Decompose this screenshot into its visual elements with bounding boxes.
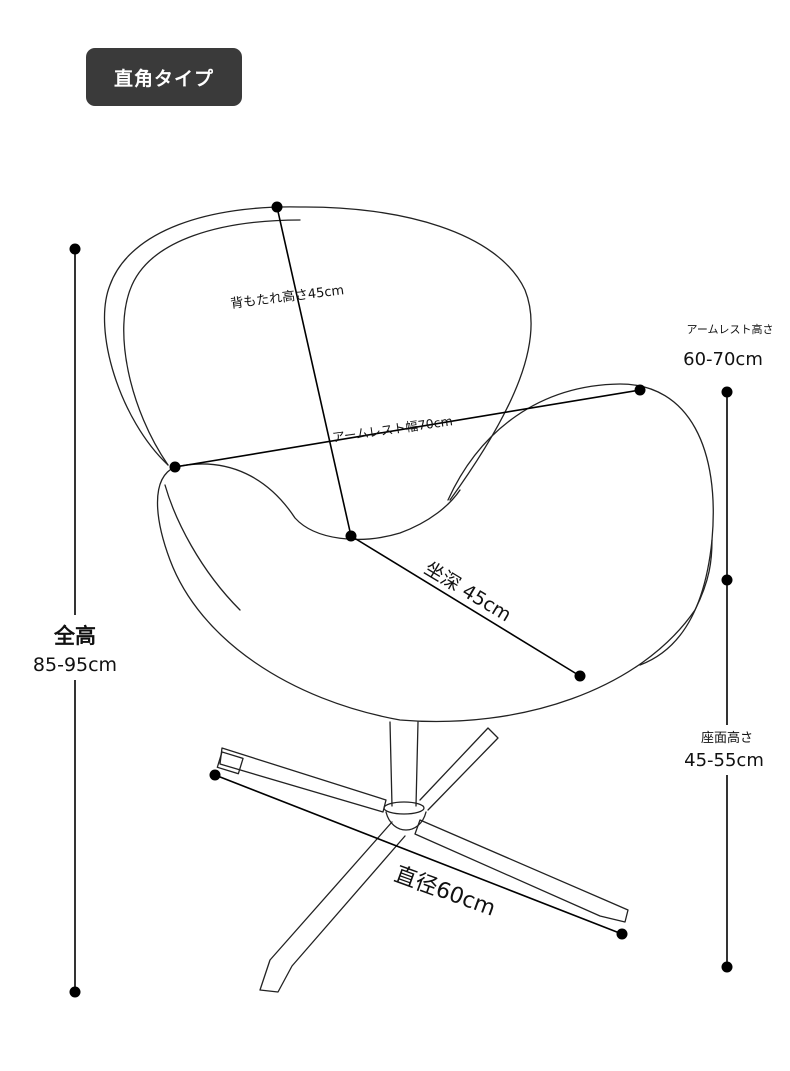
dot bbox=[345, 530, 357, 542]
seat-depth-label: 坐深 45cm bbox=[420, 557, 515, 626]
base-center bbox=[385, 811, 427, 831]
right-armrest bbox=[447, 383, 714, 666]
seat-height-title: 座面高さ bbox=[701, 730, 753, 746]
dot bbox=[69, 986, 81, 998]
dimension-labels: 背もたれ高さ45cm アームレスト幅70cm 坐深 45cm 直径60cm 全高… bbox=[33, 282, 774, 922]
seat-edge bbox=[164, 484, 241, 611]
armrest-height-title: アームレスト高さ bbox=[686, 322, 773, 336]
seat-depth-line bbox=[350, 535, 581, 677]
base-leg-right-front bbox=[414, 819, 629, 923]
column-hub bbox=[383, 801, 425, 815]
dot bbox=[721, 961, 733, 973]
total-height-value: 85-95cm bbox=[33, 654, 117, 676]
dot bbox=[634, 384, 646, 396]
backrest-height-label: 背もたれ高さ45cm bbox=[230, 282, 345, 312]
seat-shell bbox=[156, 466, 713, 723]
backrest-shell bbox=[103, 206, 532, 501]
column bbox=[389, 721, 419, 807]
base-leg-right-back bbox=[419, 727, 499, 811]
seat-height-value: 45-55cm bbox=[684, 750, 764, 771]
base-leg-front bbox=[259, 821, 406, 993]
seat-top bbox=[174, 463, 461, 540]
base-diameter-label: 直径60cm bbox=[391, 862, 499, 922]
dot bbox=[169, 461, 181, 473]
dot bbox=[69, 243, 81, 255]
total-height-title: 全高 bbox=[53, 624, 96, 648]
dot bbox=[616, 928, 628, 940]
dot bbox=[209, 769, 221, 781]
armrest-height-value: 60-70cm bbox=[683, 349, 763, 370]
dot bbox=[721, 386, 733, 398]
dimension-lines bbox=[74, 206, 728, 992]
armrest-width-line bbox=[174, 389, 641, 468]
dot bbox=[721, 574, 733, 586]
backrest-height-line bbox=[276, 206, 352, 537]
chair-drawing bbox=[103, 206, 714, 993]
type-badge: 直角タイプ bbox=[86, 48, 242, 106]
base-diameter-line bbox=[214, 774, 623, 935]
base-foot-left bbox=[216, 751, 244, 775]
dimension-dots bbox=[69, 201, 733, 998]
base-leg-left bbox=[219, 747, 387, 813]
dot bbox=[271, 201, 283, 213]
dot bbox=[574, 670, 586, 682]
backrest-inner-edge bbox=[123, 219, 301, 466]
armrest-width-label: アームレスト幅70cm bbox=[331, 413, 453, 445]
